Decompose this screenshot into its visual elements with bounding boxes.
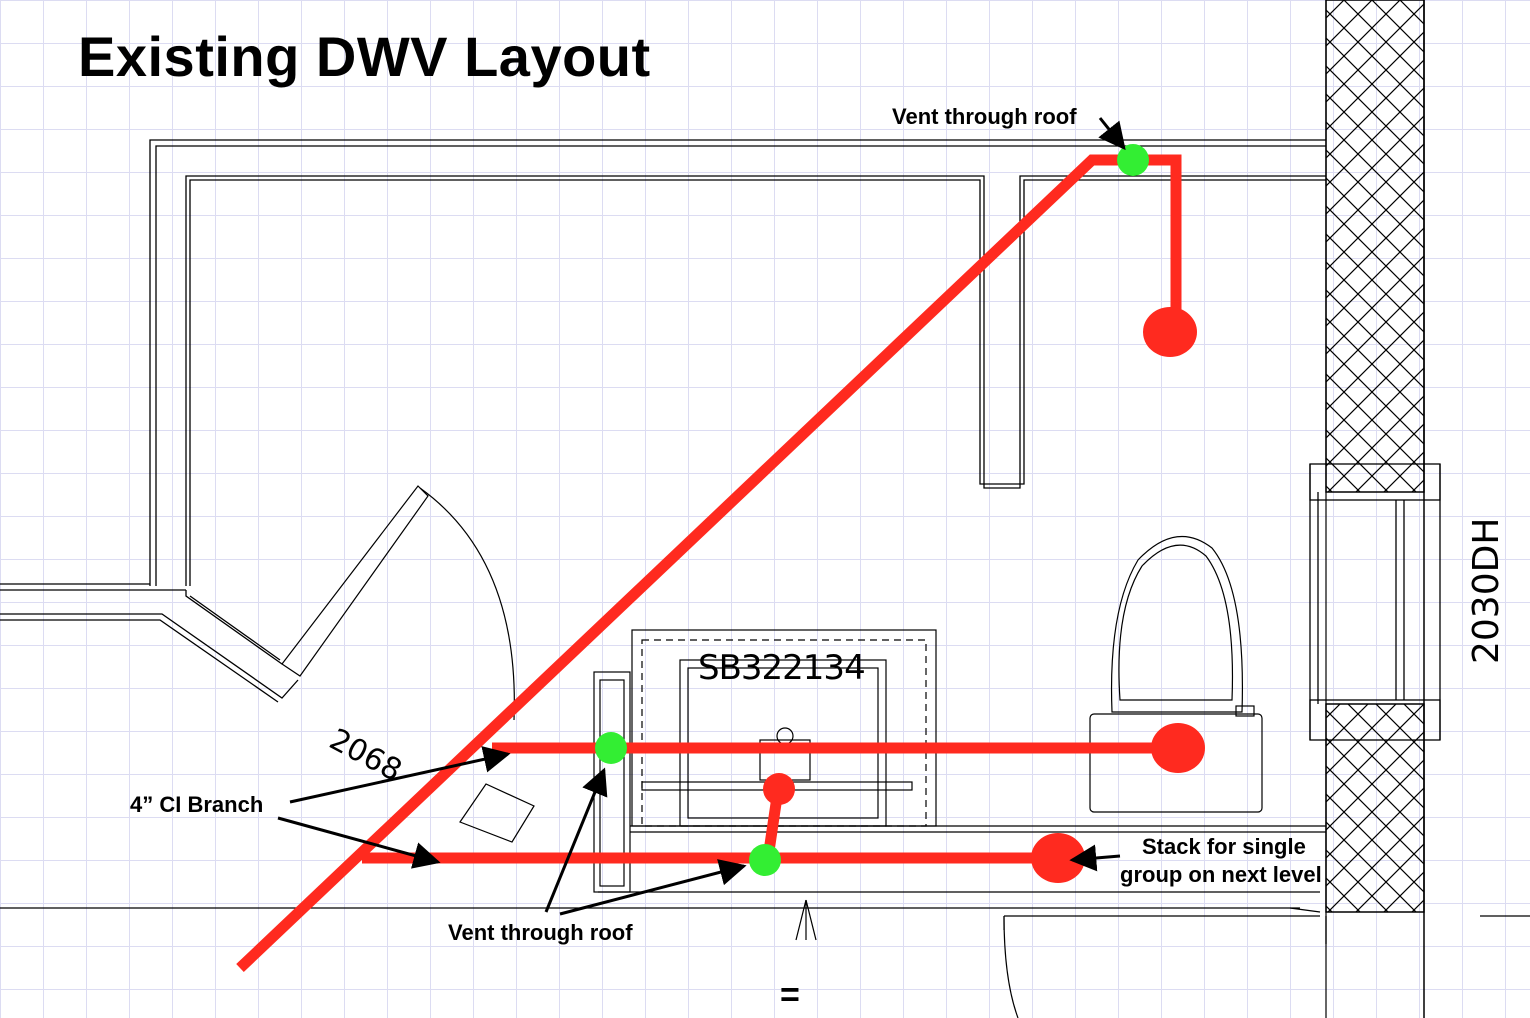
door-swing-icon [281, 485, 1019, 1018]
vent-marker-icon [595, 144, 1149, 876]
toilet-icon [1089, 535, 1263, 813]
vent-label-bottom: Vent through roof [448, 920, 633, 945]
equals-mark: = [780, 976, 800, 1014]
branch-label: 4” CI Branch [130, 792, 264, 817]
vent-label-top: Vent through roof [892, 104, 1077, 129]
section-arrow [795, 899, 817, 941]
arrow-icon [277, 117, 1126, 916]
page-title: Existing DWV Layout [78, 25, 651, 88]
stack-label-line1: Stack for single [1142, 834, 1306, 859]
interior-walls [0, 139, 1530, 944]
exterior-wall [1325, 0, 1425, 1018]
window-tag: 2030DH [1466, 517, 1507, 664]
window [1309, 463, 1441, 741]
sink-base-tag: SB322134 [698, 648, 866, 688]
stack-label-line2: group on next level [1120, 862, 1322, 887]
